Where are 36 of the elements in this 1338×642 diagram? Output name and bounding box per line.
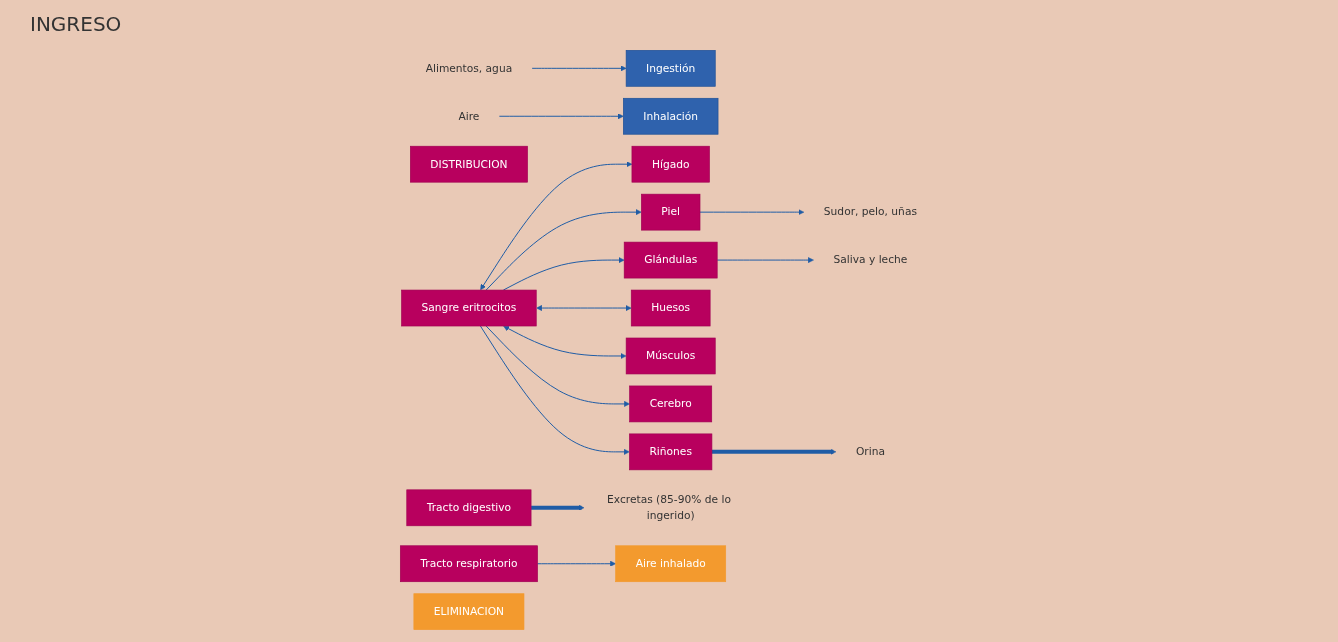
arrow: [503, 257, 625, 291]
arrow: [699, 209, 805, 216]
node-text: Orina: [856, 445, 886, 458]
arrow: [486, 325, 631, 407]
node-box: Riñones: [629, 433, 713, 471]
arrow: [531, 504, 585, 511]
node-box: Aire inhalado: [615, 545, 727, 583]
arrow: [536, 305, 632, 311]
node-box: Ingestión: [626, 50, 716, 87]
arrow: [717, 257, 815, 263]
node-box: Tracto digestivo: [406, 489, 532, 527]
arrow: [486, 209, 642, 291]
node-text: Sudor, pelo, uñas: [824, 205, 918, 219]
arrow: [537, 560, 617, 567]
node-box: Glándulas: [624, 241, 718, 279]
node-text: Excretas (85-90% de lo ingerido): [607, 493, 732, 522]
node-box: Sangre eritrocitos: [401, 289, 537, 327]
node-box: Tracto respiratorio: [400, 545, 539, 583]
arrow: [712, 448, 837, 455]
column-heading: INGRESO: [30, 12, 122, 36]
arrow: [480, 161, 633, 291]
node-text: Saliva y leche: [833, 253, 908, 267]
arrow: [499, 113, 624, 120]
node-box: Músculos: [626, 337, 716, 375]
node-box: Cerebro: [629, 385, 713, 423]
node-text: Alimentos, agua: [426, 61, 513, 75]
node-box: DISTRIBUCION: [410, 145, 529, 183]
node-box: Piel: [641, 193, 701, 231]
node-box: Huesos: [631, 289, 711, 327]
node-text: Aire: [458, 109, 480, 123]
node-box: Inhalación: [623, 97, 719, 135]
arrow: [503, 325, 627, 359]
arrow: [480, 325, 631, 455]
arrow: [532, 65, 627, 72]
node-box: ELIMINACION: [413, 593, 525, 630]
node-box: Hígado: [631, 145, 711, 183]
